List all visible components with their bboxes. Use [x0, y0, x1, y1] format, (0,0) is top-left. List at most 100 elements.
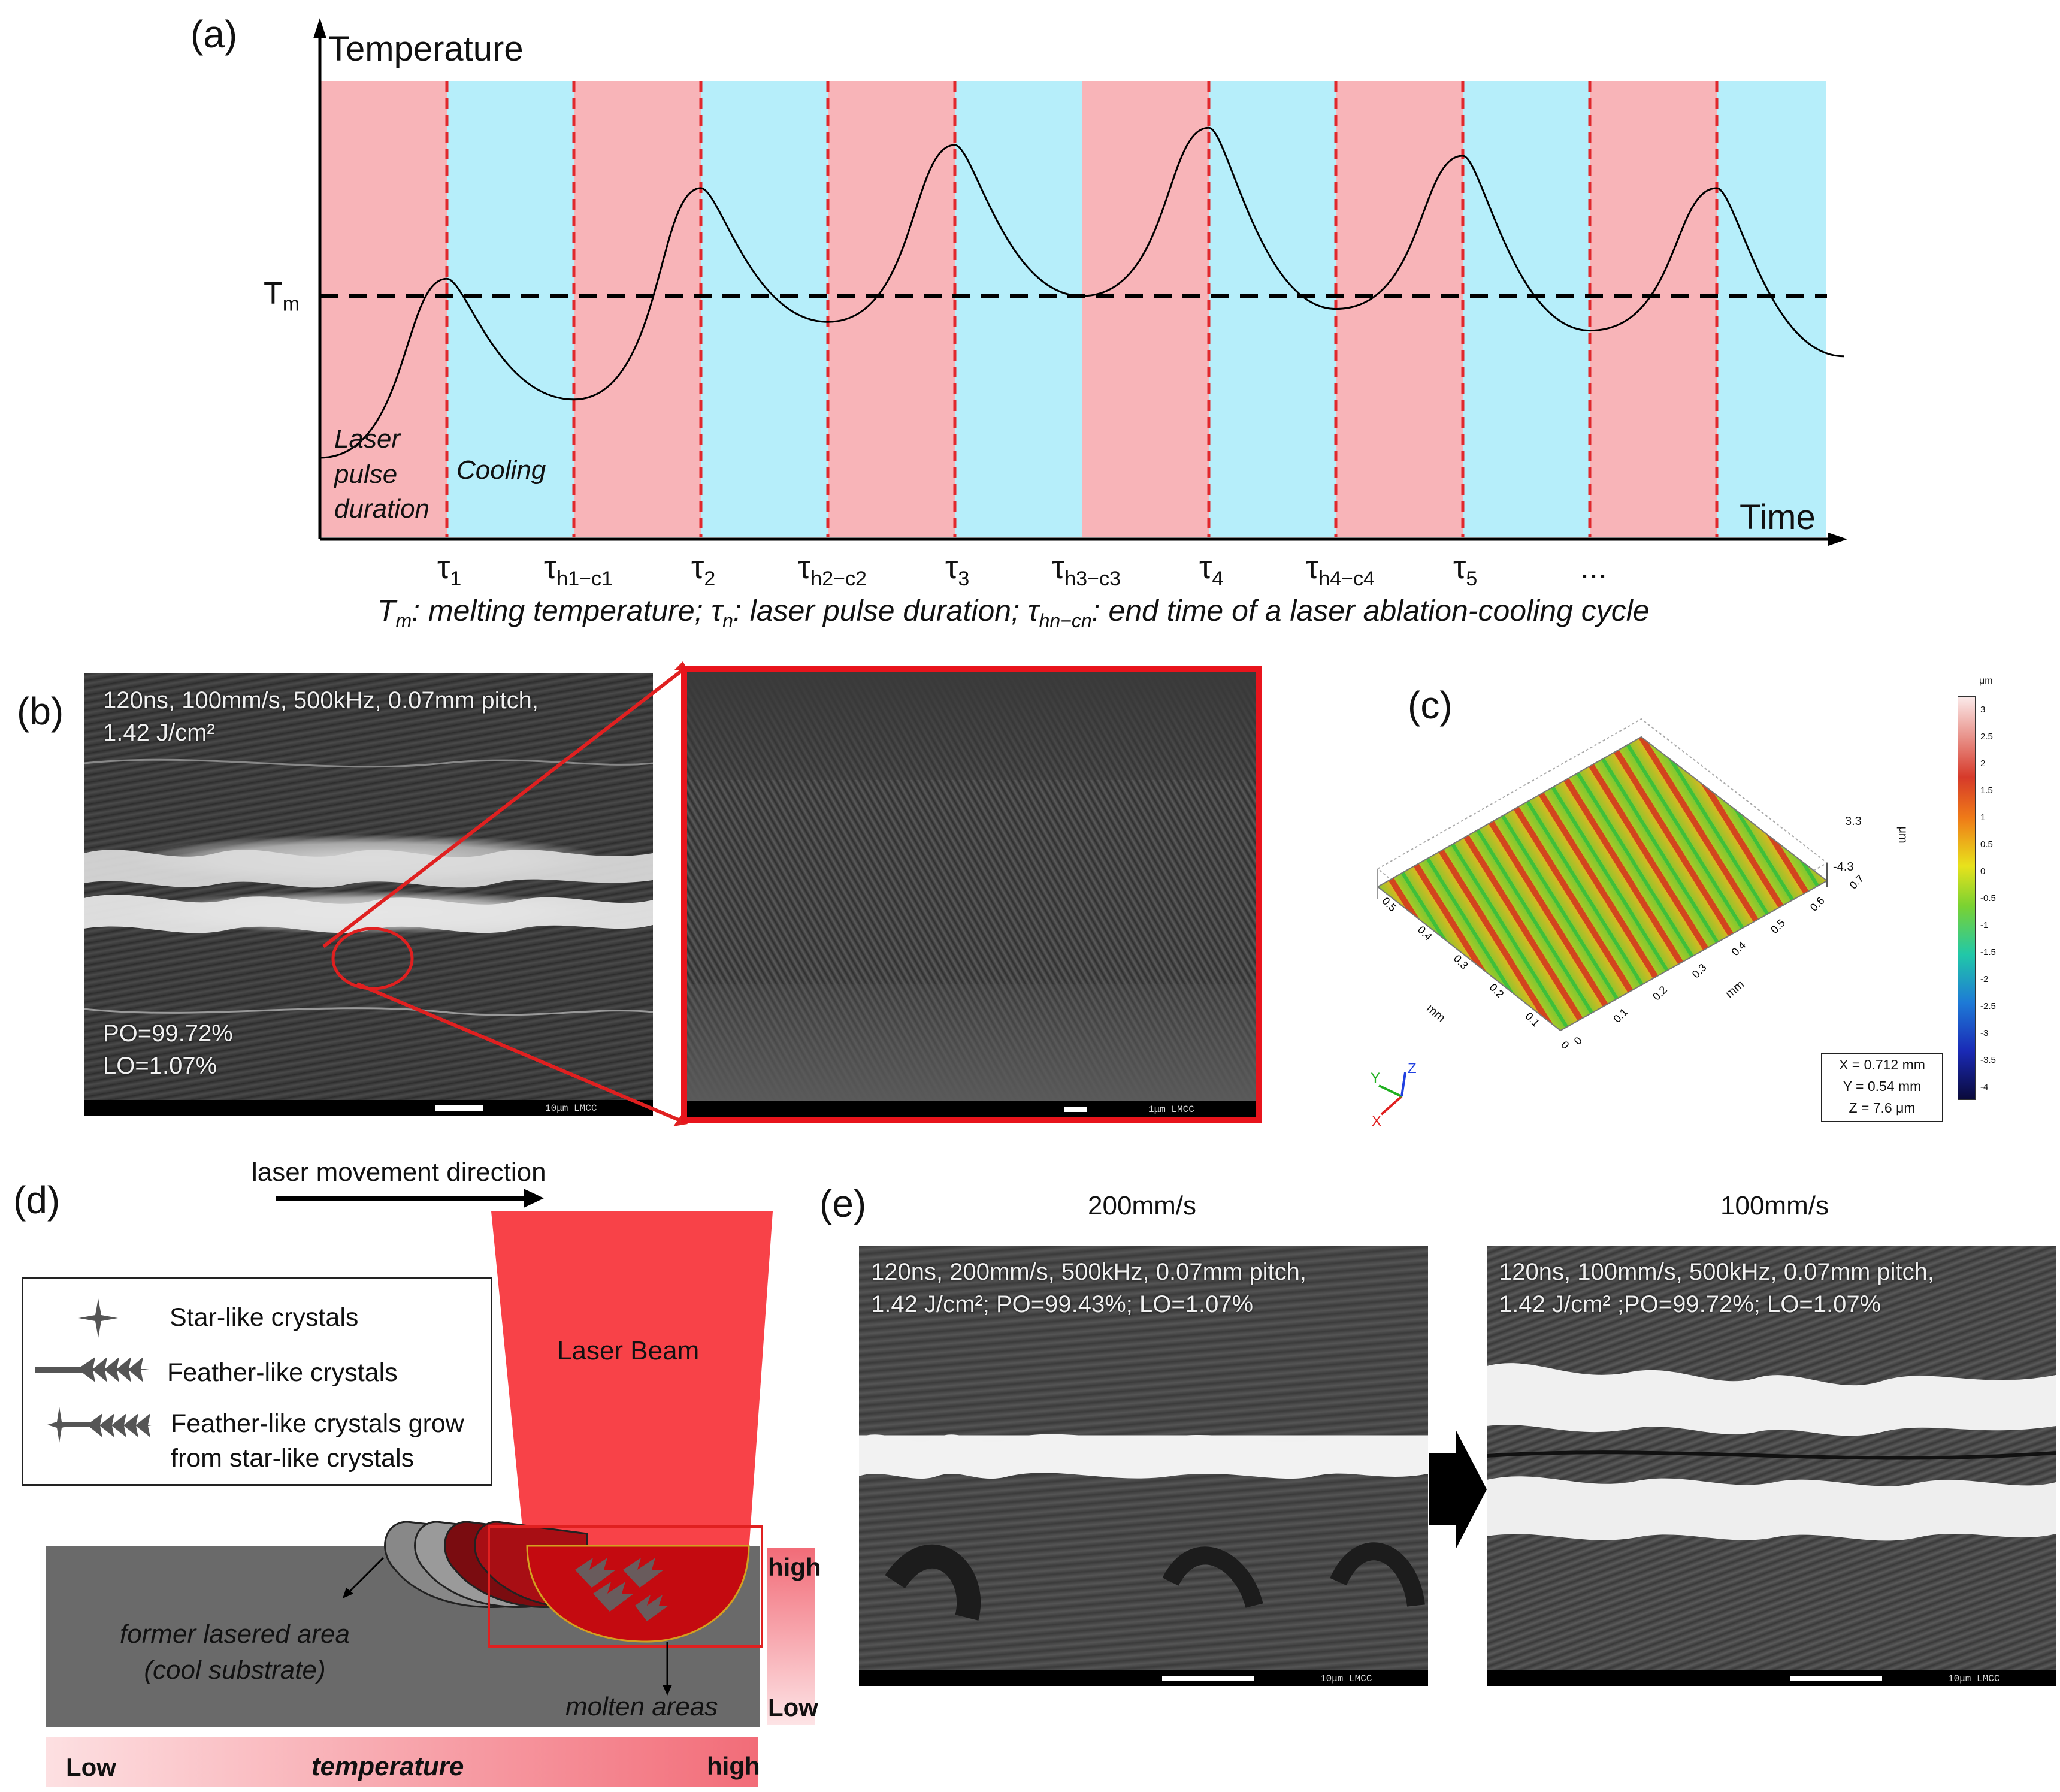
colorbar: [1958, 696, 1976, 1100]
x-tick-label: 0.5: [1768, 917, 1787, 936]
sem-image-overview: 120ns, 100mm/s, 500kHz, 0.07mm pitch, 1.…: [84, 673, 653, 1116]
z-tick-bottom: -4.3: [1833, 860, 1854, 874]
heating-band: [1082, 81, 1209, 537]
panel-a-caption: Tm: melting temperature; τn: laser pulse…: [377, 594, 1650, 631]
overview-lo-stat: LO=1.07%: [103, 1053, 217, 1079]
triad-x-label: X: [1372, 1113, 1382, 1129]
right-info-bar: [1487, 1670, 2056, 1686]
surface-mesh: [1377, 736, 1828, 1032]
y-tick-label: 0: [1559, 1039, 1571, 1051]
cooling-band: [955, 81, 1082, 537]
y-axis-title: Temperature: [328, 29, 524, 68]
horizontal-temperature-bar: [46, 1737, 758, 1787]
z-unit: μm: [1896, 826, 1910, 844]
cooling-band: [1717, 81, 1826, 537]
tau-label: ...: [1580, 549, 1608, 585]
tau-label: τh2−c2: [798, 549, 867, 590]
right-caption-line-2: 1.42 J/cm² ;PO=99.72%; LO=1.07%: [1499, 1291, 1881, 1317]
cooling-phase-label: Cooling: [456, 455, 546, 485]
y-axis-arrow-icon: [313, 18, 326, 38]
panel-a-label: (a): [190, 13, 238, 56]
former-lasered-tracks: [384, 1521, 588, 1608]
x-tick-label: 0.4: [1729, 939, 1749, 958]
right-speed-title: 100mm/s: [1720, 1191, 1829, 1220]
heating-band: [574, 81, 701, 537]
highlight-box: [488, 1525, 763, 1648]
triad-y-label: Y: [1371, 1070, 1381, 1086]
tau-label: τh4−c4: [1306, 549, 1375, 590]
sem-image-200mms: 120ns, 200mm/s, 500kHz, 0.07mm pitch, 1.…: [859, 1246, 1428, 1686]
left-info-bar: [859, 1670, 1428, 1686]
cooling-band: [701, 81, 828, 537]
sem-image-zoom: 1μm LMCC: [681, 666, 1262, 1123]
molten-area-label: molten areas: [565, 1692, 718, 1721]
left-scale-text: 10μm LMCC: [1320, 1673, 1372, 1684]
overview-caption-line-2: 1.42 J/cm²: [103, 720, 215, 746]
vertical-high-label: high: [768, 1553, 821, 1581]
right-scale-bar: [1790, 1676, 1882, 1681]
direction-arrow-icon: [276, 1189, 544, 1208]
colorbar-tick: 0.5: [1980, 839, 1993, 850]
former-area-label: former lasered area (cool substrate): [120, 1619, 350, 1685]
panel-b-label: (b): [17, 690, 64, 733]
heating-band: [1590, 81, 1717, 537]
colorbar-tick: -2: [1980, 974, 1989, 984]
dimensions-box: X = 0.712 mm Y = 0.54 mm Z = 7.6 μm: [1821, 1053, 1943, 1122]
laser-direction-text: laser movement direction: [252, 1158, 546, 1187]
3d-surface-profile: 00.10.20.30.40.50.60.7 0.50.40.30.20.10: [1377, 718, 1867, 1051]
bar-low-label: Low: [66, 1753, 116, 1781]
zoom-scale-bar: [1064, 1107, 1087, 1112]
laser-beam-shape: [491, 1211, 773, 1552]
tau-label: τ5: [1453, 549, 1478, 590]
colorbar-unit: μm: [1979, 676, 1993, 686]
legend-feather-text: Feather-like crystals: [167, 1358, 398, 1387]
colorbar-tick: 2.5: [1980, 732, 1993, 742]
colorbar-tick: 1.5: [1980, 785, 1993, 796]
comparison-arrow-icon: [1429, 1430, 1487, 1549]
overview-caption-line-1: 120ns, 100mm/s, 500kHz, 0.07mm pitch,: [103, 687, 539, 714]
x-axis-arrow-icon: [1828, 533, 1847, 546]
vertical-low-label: Low: [768, 1693, 818, 1721]
cooling-band: [447, 81, 574, 537]
zoom-info-bar: [687, 1101, 1256, 1117]
x-tick-label: 0.2: [1650, 984, 1669, 1003]
vertical-temperature-gradient: [767, 1548, 815, 1725]
heating-phase-label: Laser pulse duration: [334, 424, 430, 524]
tau-label: τ3: [945, 549, 970, 590]
colorbar-tick: -4: [1980, 1082, 1989, 1092]
bar-title: temperature: [311, 1752, 464, 1781]
left-speed-title: 200mm/s: [1088, 1191, 1196, 1220]
left-caption-line-1: 120ns, 200mm/s, 500kHz, 0.07mm pitch,: [871, 1259, 1306, 1285]
tau-label: τ4: [1199, 549, 1224, 590]
legend-grow-text: Feather-like crystals grow from star-lik…: [171, 1409, 464, 1473]
colorbar-tick: 3: [1980, 705, 1986, 715]
xyz-triad-icon: [1378, 1072, 1406, 1116]
x-tick-label: 0.3: [1690, 962, 1709, 981]
left-caption-line-2: 1.42 J/cm²; PO=99.43%; LO=1.07%: [871, 1291, 1254, 1317]
colorbar-tick: 2: [1980, 758, 1986, 769]
scale-text: 10μm LMCC: [545, 1103, 597, 1114]
x-tick-label: 0.1: [1611, 1006, 1630, 1025]
colorbar-tick: -1: [1980, 920, 1989, 930]
right-scale-text: 10μm LMCC: [1948, 1673, 2000, 1684]
sem-info-bar: [84, 1100, 653, 1116]
heating-band: [828, 81, 955, 537]
tm-label: Tm: [264, 276, 300, 316]
colorbar-tick: -3.5: [1980, 1055, 1996, 1065]
tau-label: τh3−c3: [1052, 549, 1121, 590]
x-axis-title: Time: [1740, 498, 1816, 537]
panel-e-label: (e): [819, 1182, 867, 1225]
feather-star-crystal-icon: [47, 1407, 155, 1443]
panel-c-label: (c): [1408, 684, 1453, 727]
heating-band: [320, 81, 447, 537]
triad-z-label: Z: [1408, 1060, 1417, 1077]
laser-process-schematic: [46, 1211, 815, 1787]
sem-image-100mms: 120ns, 100mm/s, 500kHz, 0.07mm pitch, 1.…: [1487, 1246, 2056, 1686]
x-tick-label: 0.7: [1847, 872, 1867, 892]
tau-label: τh1−c1: [544, 549, 613, 590]
right-caption-line-1: 120ns, 100mm/s, 500kHz, 0.07mm pitch,: [1499, 1259, 1934, 1285]
temperature-curve: [319, 126, 1844, 459]
feather-crystal-icon: [35, 1357, 149, 1382]
zoom-scale-text: 1μm LMCC: [1148, 1104, 1194, 1115]
colorbar-tick: -3: [1980, 1028, 1989, 1038]
